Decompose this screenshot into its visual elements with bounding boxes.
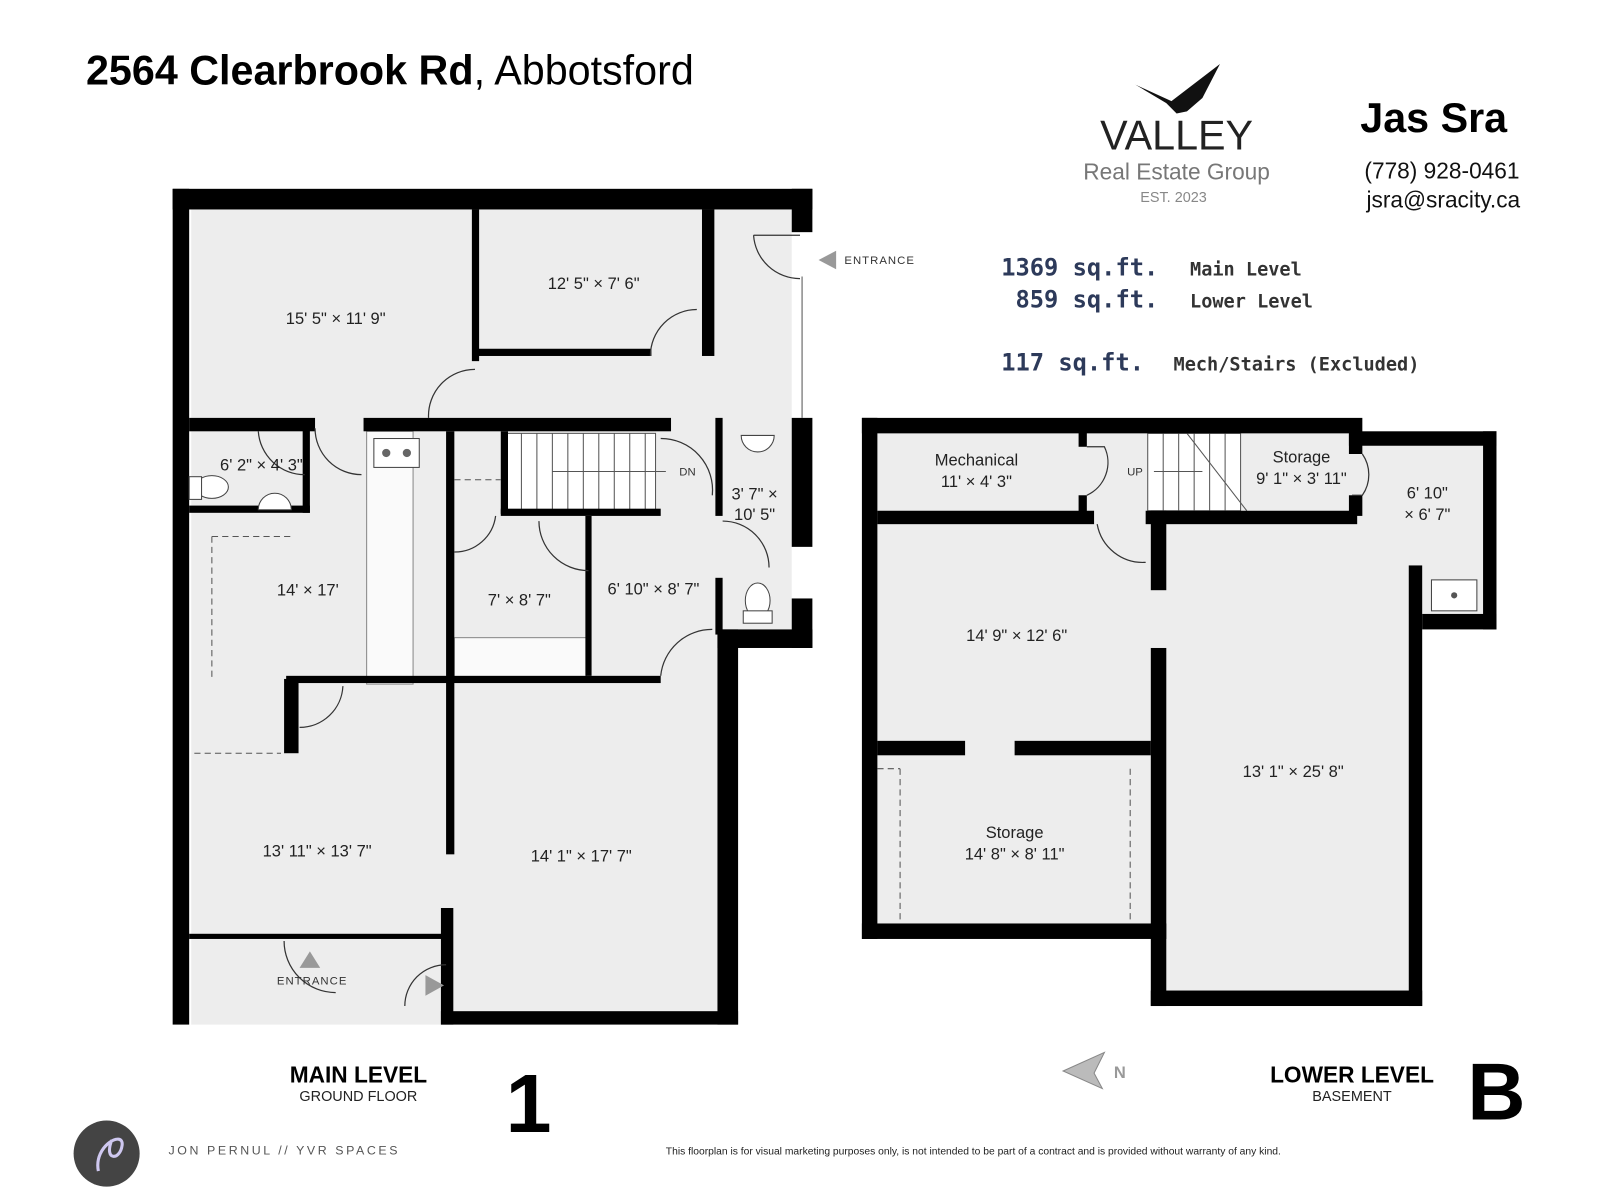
- toilet-icon: [742, 582, 773, 624]
- photographer-credit: JON PERNUL // YVR SPACES: [169, 1144, 401, 1158]
- room-dimension: 6' 2" × 4' 3": [220, 457, 303, 475]
- brand-logo: VALLEY Real Estate Group EST. 2023: [1083, 63, 1270, 206]
- room-dimension: 6' 10": [1407, 484, 1448, 502]
- photographer-logo: [73, 1120, 140, 1187]
- room-dimension: 15' 5" × 11' 9": [286, 310, 386, 328]
- room-dimension: 3' 7" ×: [732, 485, 778, 503]
- room-dimension: 14' 9" × 12' 6": [966, 627, 1067, 645]
- brand-subtitle: Real Estate Group: [1083, 159, 1270, 185]
- lower-level-plan: UP Mechanical 11' × 4' 3" Storage 9' 1" …: [861, 417, 1497, 1007]
- lower-level-subtitle: BASEMENT: [1312, 1089, 1392, 1105]
- lower-level-letter: B: [1467, 1048, 1525, 1138]
- entrance-arrow-icon: [818, 250, 837, 270]
- room-dimension: 6' 10" × 8' 7": [608, 580, 700, 598]
- area-value: 859 sq.ft.: [1001, 285, 1158, 313]
- sink-icon: [257, 492, 292, 511]
- room-dimension: 14' × 17': [277, 581, 339, 599]
- room-dimension: 13' 11" × 13' 7": [263, 842, 372, 860]
- main-level-subtitle: GROUND FLOOR: [299, 1089, 417, 1105]
- eagle-icon: [1135, 63, 1220, 114]
- toilet-icon: [188, 475, 229, 500]
- brand-name: VALLEY: [1100, 113, 1253, 159]
- north-compass-icon: N: [1061, 1051, 1126, 1090]
- disclaimer: This floorplan is for visual marketing p…: [666, 1147, 1281, 1158]
- room-name: Storage: [986, 824, 1044, 842]
- agent-email[interactable]: jsra@sracity.ca: [1365, 186, 1520, 212]
- room-dimension: 11' × 4' 3": [941, 473, 1012, 491]
- room-dimension: 9' 1" × 3' 11": [1256, 470, 1347, 488]
- compass-label: N: [1114, 1064, 1126, 1082]
- sink-icon: [740, 434, 775, 453]
- area-summary: 1369 sq.ft. Main Level 859 sq.ft. Lower …: [1001, 253, 1419, 376]
- sink-icon: [373, 438, 420, 468]
- main-level-number: 1: [506, 1058, 552, 1150]
- agent-name: Jas Sra: [1360, 95, 1508, 141]
- stair-direction-label: DN: [679, 467, 695, 479]
- area-label: Mech/Stairs (Excluded): [1174, 354, 1420, 375]
- room-dimension: 10' 5": [734, 506, 775, 524]
- entrance-arrow-icon: [299, 951, 321, 968]
- room-dimension: 14' 1" × 17' 7": [531, 848, 632, 866]
- brand-established: EST. 2023: [1140, 190, 1207, 206]
- stair-direction-label: UP: [1127, 467, 1143, 479]
- area-value: 1369 sq.ft.: [1001, 253, 1158, 281]
- sink-icon: [1430, 579, 1478, 612]
- entrance-label: ENTRANCE: [277, 975, 348, 987]
- main-level-plan: ENTRANCE ENTRANCE DN 15' 5" × 11' 9" 12'…: [172, 188, 915, 1025]
- area-label: Lower Level: [1190, 291, 1313, 312]
- room-dimension: 13' 1" × 25' 8": [1243, 763, 1344, 781]
- room-name: Storage: [1273, 448, 1331, 466]
- entrance-arrow-icon: [425, 975, 445, 996]
- agent-phone[interactable]: (778) 928-0461: [1364, 158, 1519, 184]
- room-dimension: 14' 8" × 8' 11": [965, 846, 1065, 864]
- room-dimension: × 6' 7": [1404, 506, 1450, 524]
- area-label: Main Level: [1190, 259, 1302, 280]
- main-level-title: MAIN LEVEL: [290, 1061, 428, 1087]
- room-dimension: 12' 5" × 7' 6": [548, 275, 640, 293]
- room-dimension: 7' × 8' 7": [488, 592, 551, 610]
- entrance-label: ENTRANCE: [844, 255, 915, 267]
- address-title: 2564 Clearbrook Rd, Abbotsford: [86, 48, 694, 94]
- area-value: 117 sq.ft.: [1001, 348, 1144, 376]
- room-name: Mechanical: [935, 451, 1018, 469]
- lower-level-title: LOWER LEVEL: [1270, 1061, 1434, 1087]
